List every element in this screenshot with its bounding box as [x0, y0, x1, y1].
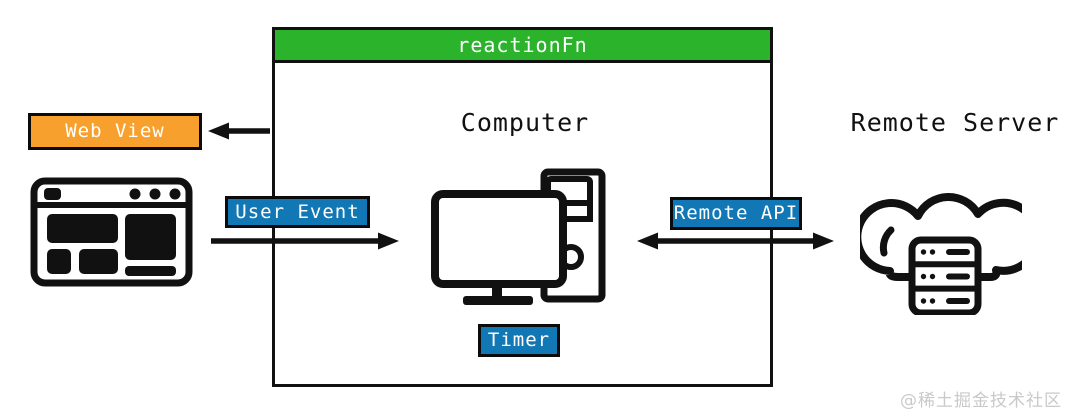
reaction-fn-title: reactionFn [457, 33, 588, 57]
timer-label: Timer [478, 324, 560, 357]
user-event-arrow [211, 232, 399, 250]
reaction-fn-header: reactionFn [272, 27, 773, 63]
remote-api-label: Remote API [670, 197, 802, 230]
cloud-server-icon [860, 192, 1022, 315]
watermark-text: @稀土掘金技术社区 [900, 391, 1062, 411]
desktop-computer-icon [431, 168, 606, 305]
box-to-web-view-arrow [208, 122, 270, 140]
remote-api-arrow [637, 232, 834, 250]
computer-node-label: Computer [460, 108, 590, 137]
remote-server-node-label: Remote Server [850, 108, 1060, 137]
browser-window-icon [30, 177, 193, 287]
web-view-node-label: Web View [28, 113, 202, 150]
user-event-label: User Event [225, 196, 370, 228]
